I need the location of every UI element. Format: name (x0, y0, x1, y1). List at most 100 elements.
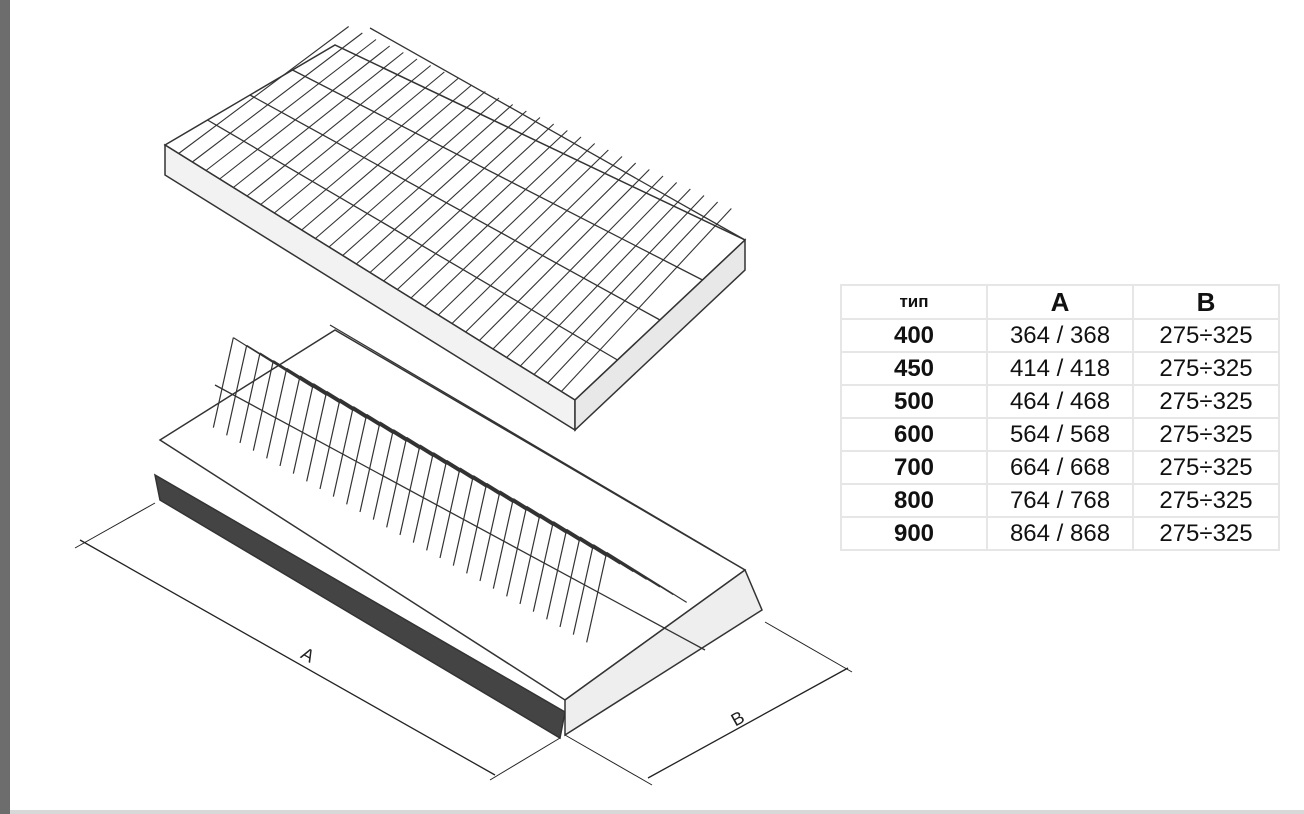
lower-plate-wire (519, 513, 541, 605)
lower-plate-wire (572, 544, 594, 635)
left-border (0, 0, 10, 814)
bottom-border (10, 810, 1304, 814)
upper-wire (506, 182, 678, 358)
header-a: A (988, 286, 1132, 318)
upper-plate-rack (163, 26, 747, 432)
upper-wire (273, 71, 445, 214)
upper-wire (560, 208, 732, 392)
upper-back-rail (369, 27, 746, 241)
upper-wire (232, 52, 404, 188)
upper-wire (369, 117, 541, 273)
lower-plate-wire (319, 398, 341, 490)
cell-a: 364 / 368 (988, 320, 1132, 351)
cell-b: 275÷325 (1134, 386, 1278, 417)
lower-plate-wire (266, 368, 288, 459)
upper-wire (205, 39, 377, 171)
upper-wire (478, 169, 650, 341)
lower-plate-wire (279, 375, 301, 467)
lower-plate-wire (466, 483, 488, 574)
upper-wire (424, 143, 596, 307)
cell-type: 400 (842, 320, 986, 351)
cell-b: 275÷325 (1134, 320, 1278, 351)
upper-wire (246, 58, 418, 197)
cell-type: 600 (842, 419, 986, 450)
upper-crossbar (207, 119, 618, 361)
lower-plate-wire (372, 429, 394, 520)
cell-type: 450 (842, 353, 986, 384)
upper-crossbar (249, 94, 661, 321)
upper-wire (519, 188, 691, 367)
upper-wire (396, 130, 568, 290)
upper-wire (437, 149, 609, 316)
lower-side-bracket (564, 568, 763, 737)
lower-plate-wire (332, 406, 354, 497)
upper-wire (355, 110, 527, 265)
cell-b: 275÷325 (1134, 419, 1278, 450)
cell-type: 500 (842, 386, 986, 417)
lower-top-rail (214, 384, 706, 651)
lower-plate-wire (359, 421, 381, 513)
lower-plate-wire (492, 498, 514, 589)
upper-wire (492, 175, 664, 350)
upper-wire (547, 201, 719, 384)
upper-side-bracket (574, 238, 746, 432)
cell-b: 275÷325 (1134, 518, 1278, 549)
lower-plate-wire (239, 352, 261, 444)
lower-plate-wire (506, 506, 528, 597)
lower-plate-wire (586, 552, 608, 643)
lower-plate-wire (479, 490, 501, 582)
lower-plate-wire (346, 414, 368, 505)
upper-wire (328, 97, 500, 248)
lower-back-rail (329, 324, 721, 556)
dimension-a-label: A (298, 643, 318, 666)
upper-wire (178, 26, 349, 154)
upper-wire (451, 156, 623, 324)
table-header-row: тип A B (842, 286, 1278, 318)
upper-wire (410, 136, 582, 299)
cell-a: 864 / 868 (988, 518, 1132, 549)
lower-plate-wire (452, 475, 474, 566)
lower-plate-wire (559, 536, 581, 628)
upper-crossbar (292, 69, 703, 281)
header-b: B (1134, 286, 1278, 318)
lower-plate-wire (252, 360, 274, 451)
cell-type: 900 (842, 518, 986, 549)
lower-dish-rack (153, 324, 763, 740)
cell-type: 700 (842, 452, 986, 483)
upper-wire (287, 78, 459, 222)
lower-plate-wire (439, 467, 461, 559)
cell-b: 275÷325 (1134, 353, 1278, 384)
cell-b: 275÷325 (1134, 485, 1278, 516)
upper-wire (301, 84, 473, 231)
upper-front-rail (164, 143, 576, 432)
cell-a: 564 / 568 (988, 419, 1132, 450)
upper-wire (533, 195, 705, 375)
lower-plate-wire (606, 551, 687, 603)
cell-a: 664 / 668 (988, 452, 1132, 483)
upper-wire (260, 65, 432, 205)
upper-wire (192, 32, 363, 163)
upper-wire (383, 123, 555, 282)
header-type: тип (842, 286, 986, 318)
cell-a: 464 / 468 (988, 386, 1132, 417)
cell-type: 800 (842, 485, 986, 516)
lower-plate-wire (386, 437, 408, 528)
dimension-b-label: B (728, 707, 748, 730)
lower-plate-wire (292, 383, 314, 474)
dimension-a: A (74, 502, 561, 781)
cell-a: 414 / 418 (988, 353, 1132, 384)
cell-a: 764 / 768 (988, 485, 1132, 516)
lower-plate-wire (532, 521, 554, 612)
upper-wire (465, 162, 637, 333)
upper-wire (314, 91, 486, 239)
upper-wire (219, 45, 391, 180)
lower-plate-wire (546, 529, 568, 620)
cell-b: 275÷325 (1134, 452, 1278, 483)
